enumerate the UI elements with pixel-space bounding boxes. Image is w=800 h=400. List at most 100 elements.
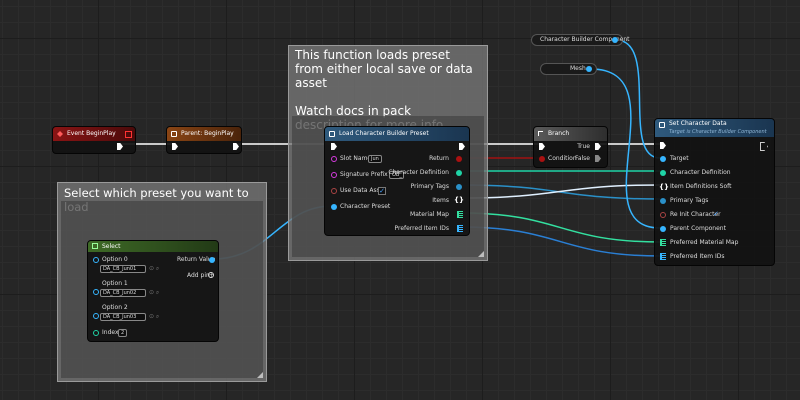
set-character-data-node[interactable]: Set Character Data Target is Character B… <box>654 118 775 266</box>
set-icon[interactable]: {} <box>659 183 669 191</box>
true-label: True <box>577 143 590 150</box>
false-exec-pin[interactable] <box>595 155 601 162</box>
set-icon[interactable]: {} <box>454 196 464 204</box>
array-icon[interactable] <box>457 211 463 218</box>
return-pin[interactable] <box>456 156 462 162</box>
parent-beginplay-title: Parent: BeginPlay <box>181 130 234 137</box>
branch-header: Branch <box>534 127 607 141</box>
false-label: False <box>574 155 590 162</box>
preferred-item-ids-label: Preferred Item IDs <box>394 225 449 232</box>
slot-name-input[interactable]: Jun <box>368 155 382 163</box>
event-beginplay-node[interactable]: Event BeginPlay <box>52 126 136 154</box>
character-definition-in-pin[interactable] <box>660 170 666 176</box>
exec-out-pin[interactable] <box>233 143 239 150</box>
return-value-label: Return Value <box>177 256 216 263</box>
signature-prefix-pin[interactable] <box>331 172 337 178</box>
resize-grip-icon[interactable] <box>478 251 484 257</box>
event-beginplay-header: Event BeginPlay <box>53 127 135 141</box>
signature-prefix-input[interactable]: OB_ <box>389 171 404 179</box>
index-label: Index <box>102 329 119 336</box>
component-out-pin[interactable] <box>612 37 618 43</box>
function-icon <box>329 131 335 137</box>
load-preset-node[interactable]: Load Character Builder Preset Slot Name … <box>324 126 470 236</box>
item-definitions-soft-label: Item Definitions Soft <box>670 183 732 190</box>
primary-tags-pin[interactable] <box>456 184 462 190</box>
parent-beginplay-header: Parent: BeginPlay <box>167 127 241 141</box>
select-node[interactable]: Select Option 0 DA_CB_Jun01 ⊙ ⌕ Return V… <box>87 240 219 342</box>
exec-out-pin[interactable] <box>760 142 768 151</box>
signature-prefix-label: Signature Prefix <box>340 171 388 178</box>
add-pin-icon[interactable]: + <box>208 272 215 279</box>
character-builder-component-node[interactable]: Character Builder Component <box>531 34 630 46</box>
wire-primary-tags <box>460 184 661 200</box>
branch-title: Branch <box>548 130 570 137</box>
option-0-pin[interactable] <box>93 257 99 263</box>
exec-in-pin[interactable] <box>539 143 545 150</box>
exec-in-pin[interactable] <box>172 143 178 150</box>
items-label: Items <box>432 197 449 204</box>
set-character-data-subtitle: Target is Character Builder Component <box>669 129 767 135</box>
option-0-label: Option 0 <box>102 256 128 263</box>
slot-name-label: Slot Name <box>340 155 372 162</box>
wire-items <box>460 184 661 199</box>
true-exec-pin[interactable] <box>595 143 601 150</box>
select-title: Select <box>102 243 121 250</box>
use-data-asset-pin[interactable] <box>331 188 337 194</box>
exec-out-pin[interactable] <box>459 143 465 150</box>
character-preset-pin[interactable] <box>331 204 337 210</box>
array-icon[interactable] <box>457 225 463 232</box>
re-init-character-label: Re Init Character <box>670 211 721 218</box>
function-icon <box>659 122 665 128</box>
option-1-dropdown[interactable]: DA_CB_Jun02 <box>100 289 146 297</box>
browse-search-icons[interactable]: ⊙ ⌕ <box>149 313 160 320</box>
option-0-dropdown[interactable]: DA_CB_Jun01 <box>100 265 146 273</box>
character-builder-component-title: Character Builder Component <box>540 36 630 43</box>
set-character-data-title: Set Character Data <box>669 120 727 127</box>
load-preset-title: Load Character Builder Preset <box>339 130 429 137</box>
character-preset-label: Character Preset <box>340 203 391 210</box>
option-2-label: Option 2 <box>102 304 128 311</box>
mesh-title: Mesh <box>570 65 586 72</box>
exec-out-pin[interactable] <box>117 143 123 150</box>
use-data-asset-label: Use Data Asset <box>340 187 386 194</box>
resize-grip-icon[interactable] <box>257 372 263 378</box>
browse-search-icons[interactable]: ⊙ ⌕ <box>149 289 160 296</box>
condition-label: Condition <box>548 155 577 162</box>
select-icon <box>92 243 98 249</box>
option-2-dropdown[interactable]: DA_CB_Jun03 <box>100 313 146 321</box>
array-icon[interactable] <box>660 253 666 260</box>
add-pin-label[interactable]: Add pin <box>187 272 210 279</box>
select-header: Select <box>88 241 218 252</box>
character-definition-pin[interactable] <box>456 170 462 176</box>
slot-name-pin[interactable] <box>331 156 337 162</box>
array-icon[interactable] <box>660 239 666 246</box>
mesh-node[interactable]: Mesh <box>540 63 597 75</box>
condition-pin[interactable] <box>539 156 545 162</box>
branch-icon <box>538 131 543 136</box>
character-definition-label: Character Definition <box>388 169 449 176</box>
wire-material-map <box>460 212 661 243</box>
return-value-pin[interactable] <box>209 257 215 263</box>
primary-tags-in-pin[interactable] <box>660 198 666 204</box>
parent-component-pin[interactable] <box>660 226 666 232</box>
option-2-pin[interactable] <box>93 313 99 319</box>
option-1-pin[interactable] <box>93 289 99 295</box>
function-icon <box>171 131 177 137</box>
index-pin[interactable] <box>93 330 99 336</box>
material-map-label: Material Map <box>410 211 449 218</box>
option-1-label: Option 1 <box>102 280 128 287</box>
branch-node[interactable]: Branch True Condition False <box>533 126 608 168</box>
parent-beginplay-node[interactable]: Parent: BeginPlay <box>166 126 242 154</box>
re-init-character-checkbox[interactable]: ✓ <box>713 210 719 218</box>
set-character-data-header: Set Character Data Target is Character B… <box>655 119 774 137</box>
preferred-material-map-label: Preferred Material Map <box>670 239 739 246</box>
index-input[interactable]: 2 <box>118 329 127 337</box>
mesh-out-pin[interactable] <box>586 66 592 72</box>
target-pin[interactable] <box>660 156 666 162</box>
exec-in-pin[interactable] <box>331 143 337 150</box>
exec-in-pin[interactable] <box>660 142 666 149</box>
browse-search-icons[interactable]: ⊙ ⌕ <box>149 265 160 272</box>
re-init-character-pin[interactable] <box>660 212 666 218</box>
use-data-asset-checkbox[interactable]: ✓ <box>378 187 386 195</box>
delegate-pin-icon[interactable] <box>125 131 132 138</box>
